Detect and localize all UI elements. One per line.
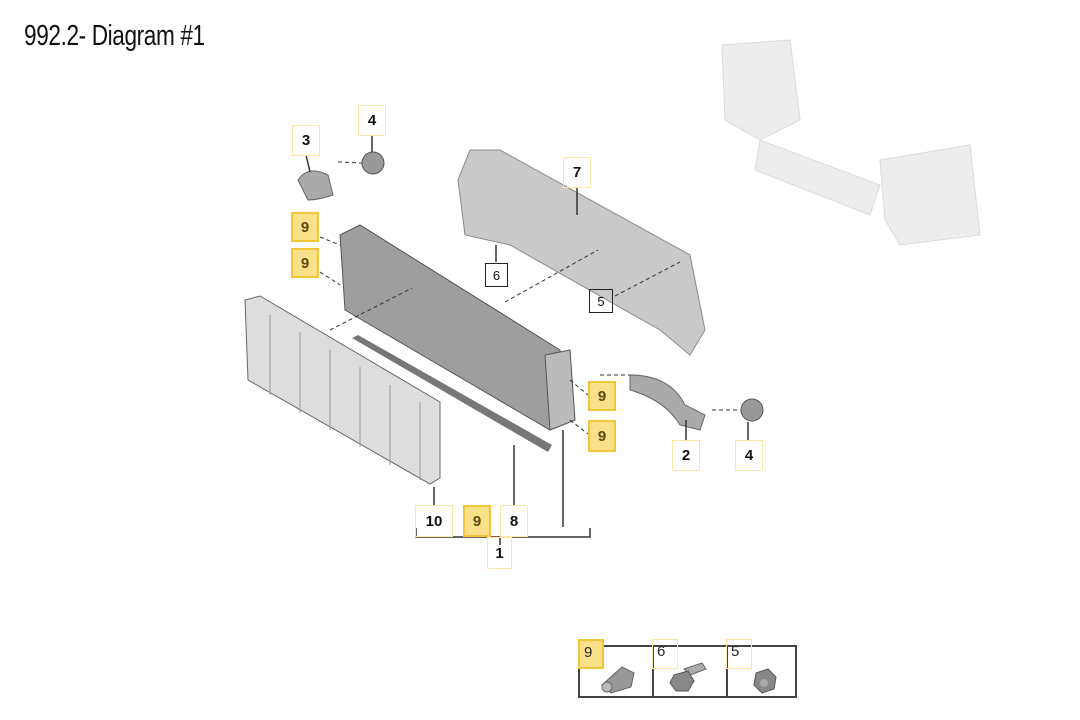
callout-4[interactable]: 4 xyxy=(735,440,763,471)
callout-9[interactable]: 9 xyxy=(588,420,616,452)
callout-9[interactable]: 9 xyxy=(291,212,319,242)
hose-lower xyxy=(629,374,706,431)
diagram-title: 992.2- Diagram #1 xyxy=(24,20,205,52)
legend-cell-6: 6 xyxy=(652,639,728,696)
fastener-legend: 9 6 5 xyxy=(578,639,800,698)
callout-4[interactable]: 4 xyxy=(358,105,386,136)
callout-8[interactable]: 8 xyxy=(500,505,528,537)
legend-callout-5[interactable]: 5 xyxy=(726,639,752,669)
callout-2[interactable]: 2 xyxy=(672,440,700,471)
callout-1[interactable]: 1 xyxy=(487,537,512,569)
hose-upper xyxy=(297,170,334,201)
radiator-shroud xyxy=(457,149,706,356)
callout-9[interactable]: 9 xyxy=(588,381,616,411)
seal-strip xyxy=(352,335,552,452)
callout-3[interactable]: 3 xyxy=(292,125,320,156)
grille-screen xyxy=(244,295,441,485)
callout-7[interactable]: 7 xyxy=(563,157,591,188)
callout-10[interactable]: 10 xyxy=(415,505,453,537)
legend-callout-6[interactable]: 6 xyxy=(652,639,678,669)
legend-callout-9[interactable]: 9 xyxy=(578,639,604,669)
nut-part-icon xyxy=(753,668,777,694)
callout-9[interactable]: 9 xyxy=(463,505,491,537)
stud-part-icon xyxy=(669,662,707,692)
callout-6[interactable]: 6 xyxy=(485,263,508,287)
vehicle-overview-thumbnail xyxy=(721,39,981,246)
cap-upper xyxy=(361,151,385,175)
clip-part-icon xyxy=(601,666,635,694)
callout-5[interactable]: 5 xyxy=(589,289,613,313)
callout-9[interactable]: 9 xyxy=(291,248,319,278)
legend-cell-5: 5 xyxy=(726,639,800,696)
cap-lower xyxy=(740,398,764,422)
legend-cell-9: 9 xyxy=(578,639,654,696)
